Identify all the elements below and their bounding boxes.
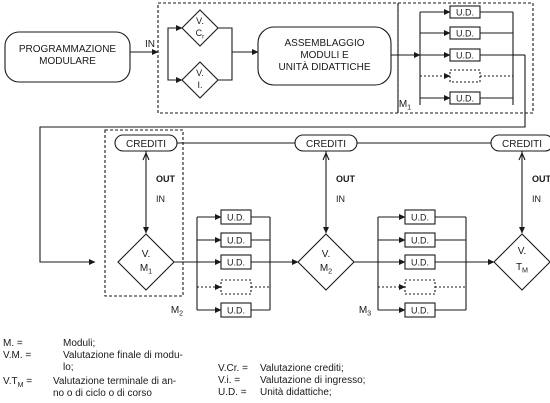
- in-label-3: IN: [532, 194, 541, 204]
- vi-v-label: V.: [196, 68, 204, 78]
- legend-abbr-main: V.i. =: [218, 375, 241, 386]
- flow-back-line: [39, 55, 526, 265]
- out-arrow-1: [142, 151, 150, 161]
- bus-left-top: [167, 25, 183, 52]
- crediti-2: [294, 134, 358, 152]
- legend-desc: Moduli;: [63, 338, 96, 349]
- legend-abbr: M. =: [3, 338, 23, 350]
- vcr-diamond: [181, 9, 219, 47]
- legend-desc: Valutazione terminale di an-: [53, 376, 177, 387]
- legend-desc: Valutazione crediti;: [260, 363, 344, 374]
- programmazione-subtitle: MODULARE: [39, 56, 96, 67]
- legend-abbr-main: U.D. =: [218, 387, 247, 398]
- out-arrow-2: [322, 151, 330, 161]
- ud-label: U.D.: [227, 258, 245, 268]
- legend-abbr: V.M. =: [3, 350, 31, 362]
- vm1-v-label: V.: [142, 249, 151, 260]
- ud-label: U.D.: [411, 213, 429, 223]
- m1-ud-box: [449, 26, 481, 40]
- vcr-v-label: V.: [196, 16, 204, 26]
- vm1-m-label: M1: [140, 263, 152, 276]
- crediti-3: [490, 134, 550, 152]
- ud-label: U.D.: [227, 236, 245, 246]
- legend-desc: Unità didattiche;: [260, 387, 332, 398]
- crediti-label: CREDITI: [306, 139, 346, 150]
- legend-abbr-main: V.Cr. =: [218, 363, 248, 374]
- ud-label: U.D.: [456, 8, 474, 18]
- crediti-label: CREDITI: [126, 139, 166, 150]
- vm2-diamond: [297, 233, 355, 291]
- legend-abbr-sub: M: [17, 382, 24, 389]
- m2-ud-box: [220, 254, 252, 270]
- in-label-2: IN: [336, 194, 345, 204]
- m2-label: M2: [171, 305, 183, 318]
- out-label-3: OUT: [532, 174, 550, 184]
- bus-right: [218, 27, 233, 81]
- assemblaggio-line-2: MODULI E: [300, 50, 349, 61]
- m1-ud-box: [449, 5, 481, 19]
- ud-label: U.D.: [456, 94, 474, 104]
- m2-ud-box: [220, 209, 252, 225]
- legend-abbr-main: M. =: [3, 338, 23, 349]
- assemblaggio-box: [257, 26, 392, 86]
- legend-abbr-main: V.T: [3, 376, 18, 387]
- m1-label: M1: [399, 99, 411, 112]
- ud-label: U.D.: [411, 258, 429, 268]
- m1-ud-box: [449, 69, 481, 83]
- vi-diamond: [181, 61, 219, 99]
- legend-abbr-main: V.M. =: [3, 350, 32, 361]
- bus-left-bottom: [167, 52, 183, 83]
- m3-ud-box: [404, 302, 436, 318]
- crediti-1: [114, 134, 178, 152]
- crediti-label: CREDITI: [502, 139, 542, 150]
- m3-label: M3: [359, 305, 371, 318]
- legend-abbr: V.TM =: [3, 376, 33, 389]
- out-label-1: OUT: [156, 174, 176, 184]
- vm2-m-label: M2: [320, 263, 332, 276]
- legend-abbr: U.D. =: [218, 387, 247, 399]
- vtm-t-label: TM: [516, 262, 528, 275]
- ud-label: U.D.: [411, 306, 429, 316]
- m2-ud-box: [220, 302, 252, 318]
- legend-abbr: V.Cr. =: [218, 363, 248, 375]
- m1-frame: [104, 129, 184, 297]
- m2-ud-box: [220, 279, 252, 295]
- m3-ud-box: [404, 232, 436, 248]
- m2-ud-box: [220, 232, 252, 248]
- ud-label: U.D.: [227, 213, 245, 223]
- vcr-sub-label: Cr: [196, 28, 206, 41]
- in-label-1: IN: [156, 194, 165, 204]
- m1-ud-box: [449, 91, 481, 105]
- assemblaggio-line-1: ASSEMBLAGGIO: [284, 38, 364, 49]
- m3-ud-box: [404, 209, 436, 225]
- ud-label: U.D.: [227, 306, 245, 316]
- legend-desc: Valutazione finale di modu-: [63, 350, 183, 361]
- legend-abbr: V.i. =: [218, 375, 240, 387]
- m3-ud-box: [404, 279, 436, 295]
- vi-sub-label: I.: [197, 80, 202, 90]
- m1-ud-frame: [397, 2, 534, 114]
- out-arrow-3: [518, 151, 526, 161]
- programmazione-title: PROGRAMMAZIONE: [19, 44, 117, 55]
- legend-desc: no o di ciclo o di corso: [53, 388, 152, 399]
- legend-desc: Valutazione di ingresso;: [260, 375, 366, 386]
- ud-label: U.D.: [411, 236, 429, 246]
- vm2-v-label: V.: [322, 249, 331, 260]
- assemblaggio-line-3: UNITÀ DIDATTICHE: [278, 60, 370, 73]
- m3-ud-box: [404, 254, 436, 270]
- legend-desc: lo;: [63, 362, 74, 373]
- vm1-diamond: [117, 233, 175, 291]
- programmazione-modulare-box: [4, 31, 131, 83]
- legend-abbr-tail: =: [23, 376, 33, 387]
- out-label-2: OUT: [336, 174, 356, 184]
- in-label-top: IN: [145, 39, 155, 50]
- ud-label: U.D.: [456, 29, 474, 39]
- vtm-v-label: V.: [518, 246, 527, 257]
- ud-label: U.D.: [456, 51, 474, 61]
- vtm-diamond: [493, 233, 550, 291]
- m1-ud-box: [449, 48, 481, 62]
